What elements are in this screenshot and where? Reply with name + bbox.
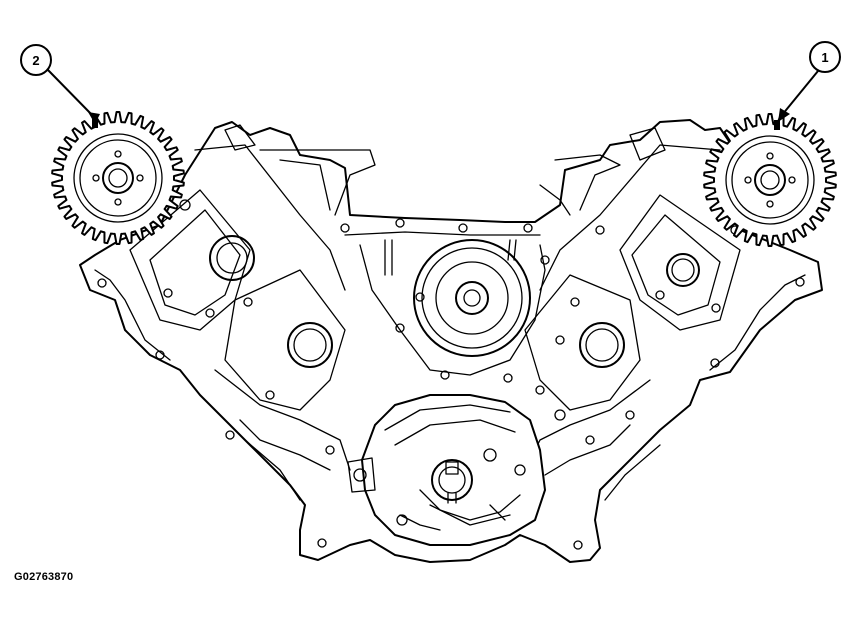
callout-2-number: 2 (32, 53, 39, 68)
figure-id-label: G02763870 (14, 571, 74, 583)
callout-2: 2 (20, 44, 100, 124)
engine-block-outline (79, 119, 823, 563)
left-camshaft-sprocket (51, 111, 185, 245)
oil-pump-housing (347, 394, 546, 546)
callout-1: 1 (778, 41, 841, 122)
block-bores (209, 235, 700, 368)
center-pulley-boss (413, 239, 531, 357)
callout-1-number: 1 (821, 50, 828, 65)
right-camshaft-sprocket (703, 113, 837, 247)
